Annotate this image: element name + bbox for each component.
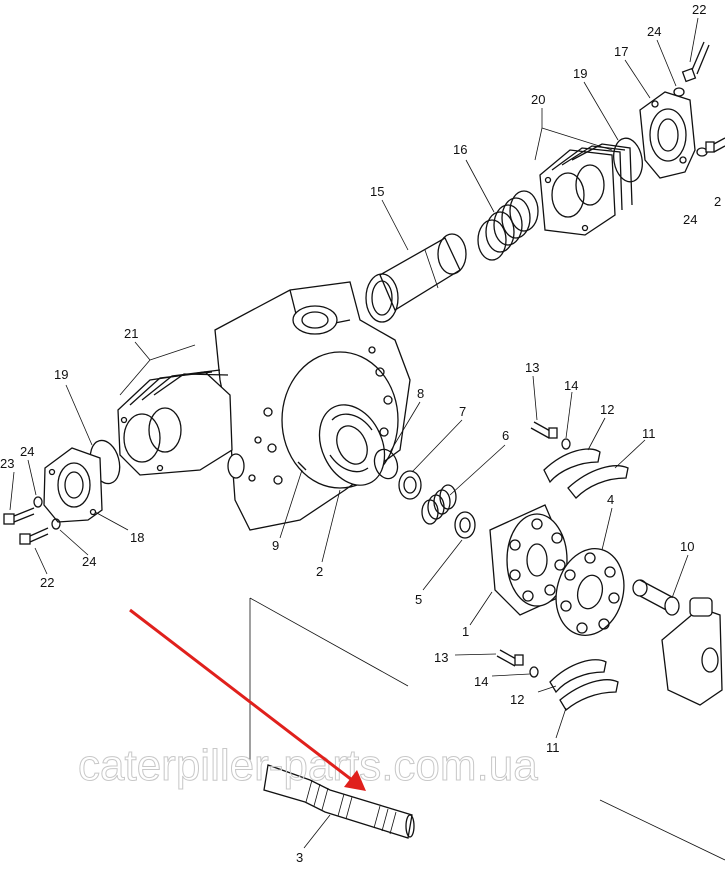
washer-14-top: [561, 438, 571, 450]
shoe-holder-12-top: [543, 448, 601, 484]
callout-24-right: 24: [683, 212, 697, 227]
gasket-stack-20: [539, 143, 633, 236]
callout-5: 5: [415, 592, 422, 607]
callout-14-bottom: 14: [474, 674, 488, 689]
callout-12-top: 12: [600, 402, 614, 417]
callout-19-top: 19: [573, 66, 587, 81]
callout-23: 23: [0, 456, 14, 471]
red-pointer-arrow: [129, 608, 366, 791]
callout-19-left: 19: [54, 367, 68, 382]
swash-cradle: [661, 597, 723, 706]
washer-24-top: [673, 87, 685, 97]
drive-shaft-3: [263, 764, 415, 839]
ring-7: [398, 470, 422, 500]
flange-17: [639, 91, 696, 179]
callout-14-top: 14: [564, 378, 578, 393]
callout-18: 18: [130, 530, 144, 545]
washer-24-left: [33, 496, 43, 508]
callout-16: 16: [453, 142, 467, 157]
snap-ring-8: [373, 448, 399, 480]
callout-10: 10: [680, 539, 694, 554]
ring-5: [454, 511, 476, 539]
pump-housing: [214, 281, 411, 531]
callout-12-bottom: 12: [510, 692, 524, 707]
bolt-23: [3, 507, 35, 525]
spring-6: [421, 484, 457, 525]
guide-lines: [249, 597, 725, 861]
callout-21: 21: [124, 326, 138, 341]
washer-14-bottom: [529, 666, 539, 678]
callout-11-bottom: 11: [546, 740, 560, 755]
callout-1: 1: [462, 624, 469, 639]
callout-17: 17: [614, 44, 628, 59]
bolt-22-top: [681, 41, 710, 83]
spring-16: [477, 190, 539, 261]
shoe-holder-11-bottom: [559, 679, 619, 711]
bolt-13-bottom: [496, 649, 524, 667]
callout-11-top: 11: [642, 426, 656, 441]
washer-24-bottom: [51, 518, 61, 530]
callout-9: 9: [272, 538, 279, 553]
callout-24-left: 24: [20, 444, 34, 459]
callout-3: 3: [296, 850, 303, 865]
gasket-stack-21: [117, 369, 233, 476]
callout-6: 6: [502, 428, 509, 443]
watermark-text: caterpiller-parts.com.ua: [78, 741, 538, 790]
callout-20: 20: [531, 92, 545, 107]
retainer-plate-4: [555, 547, 625, 637]
bolt-13-top: [530, 421, 558, 439]
shoe-holder-12-bottom: [549, 659, 607, 694]
leader-lines: [9, 17, 699, 849]
shoe-holder-11-top: [567, 465, 629, 499]
o-ring-19-top: [613, 137, 643, 183]
callout-4: 4: [607, 492, 614, 507]
sleeve-15: [365, 233, 467, 323]
callout-2-edge: 2: [714, 194, 721, 209]
callout-22-top: 22: [692, 2, 706, 17]
callout-15: 15: [370, 184, 384, 199]
valve-plate-2: [318, 404, 386, 486]
callout-13-bottom: 13: [434, 650, 448, 665]
callout-8: 8: [417, 386, 424, 401]
callout-2: 2: [316, 564, 323, 579]
bolt-10: [632, 579, 680, 616]
callout-7: 7: [459, 404, 466, 419]
callout-22-bottom: 22: [40, 575, 54, 590]
pin-9: [297, 461, 307, 471]
callout-13-top: 13: [525, 360, 539, 375]
callout-24-top: 24: [647, 24, 661, 39]
flange-18: [43, 447, 103, 523]
bolt-right-edge: [705, 137, 725, 153]
cylinder-block-1: [489, 504, 576, 616]
callout-24-bottom: 24: [82, 554, 96, 569]
bolt-22-bottom: [19, 527, 49, 545]
